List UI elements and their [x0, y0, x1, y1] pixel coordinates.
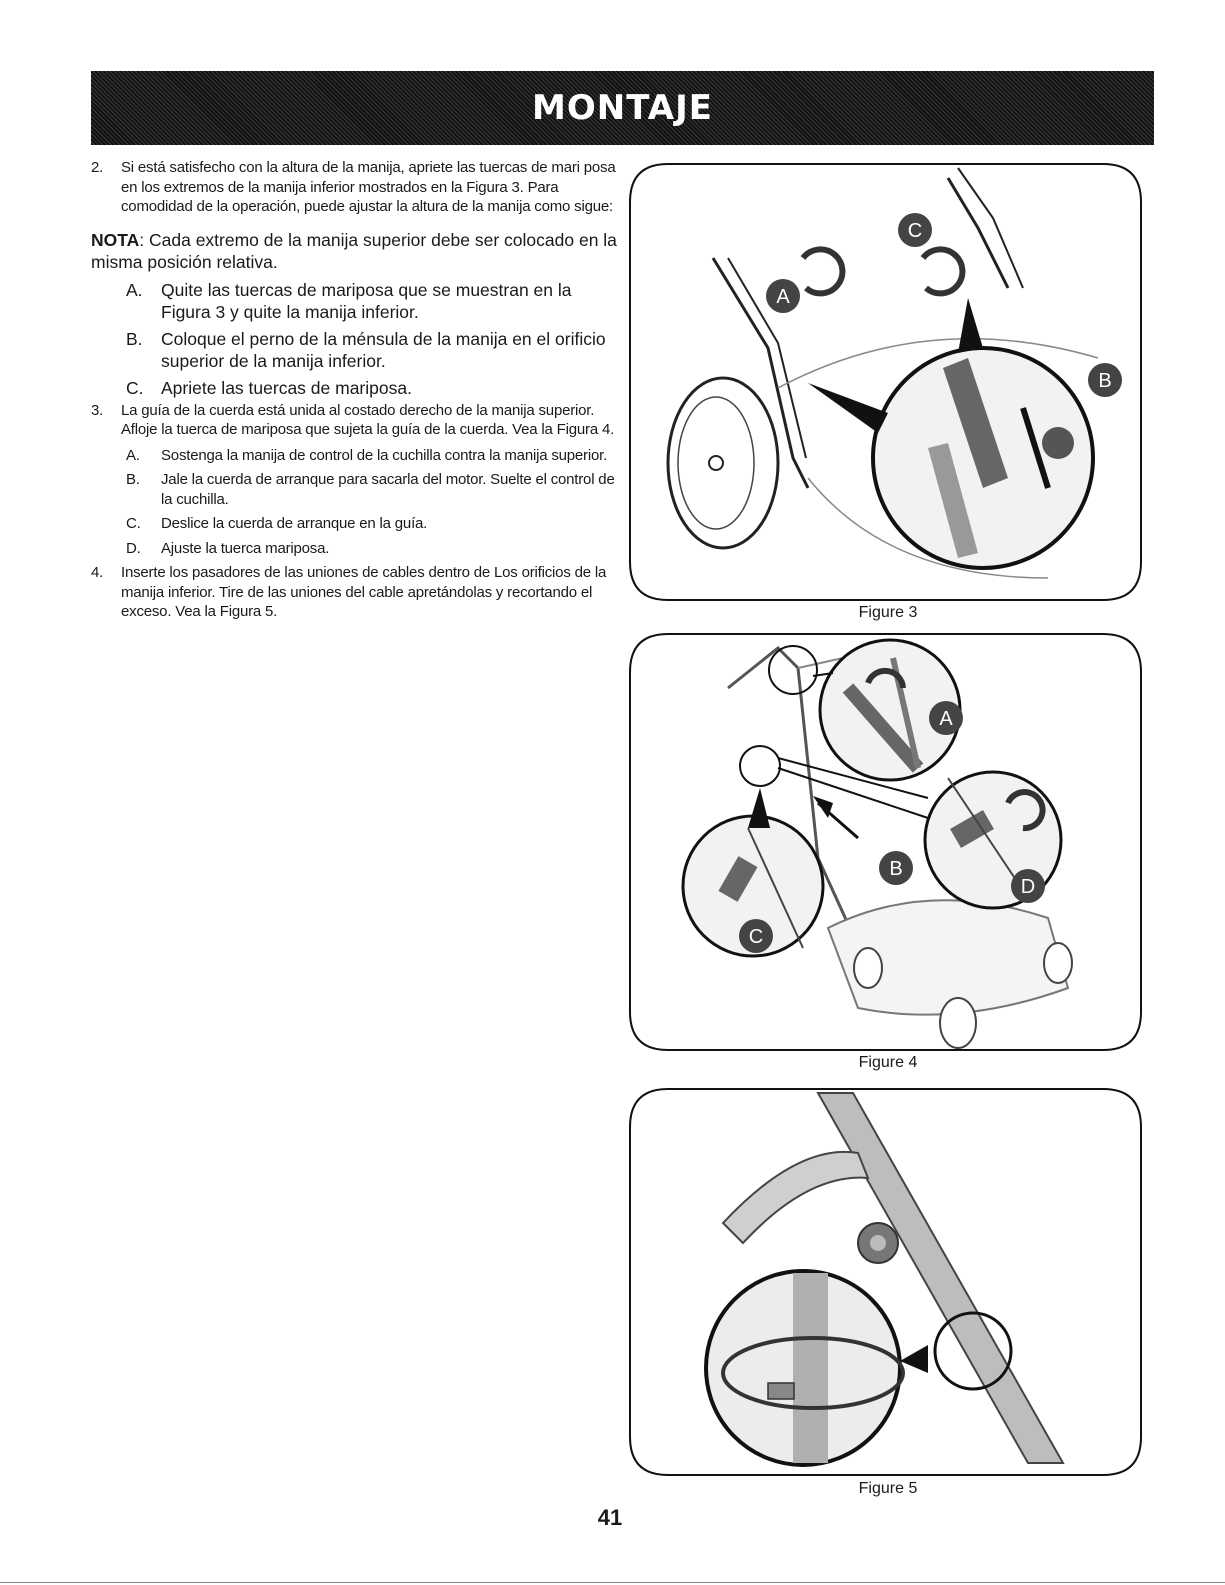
substep-text: Coloque el perno de la ménsula de la man…: [161, 328, 606, 371]
substep-letter: A.: [126, 279, 143, 300]
step-number: 2.: [91, 159, 104, 176]
substep-text: Apriete las tuercas de mariposa.: [161, 377, 412, 398]
substep: C. Apriete las tuercas de mariposa.: [91, 377, 621, 399]
callout-d: D: [1021, 876, 1035, 898]
figure-3-illustration: A C B: [629, 163, 1142, 601]
callout-c: C: [908, 220, 922, 242]
note-text: : Cada extremo de la manija superior deb…: [91, 229, 617, 272]
substep-text: Ajuste la tuerca mariposa.: [161, 539, 330, 557]
substep: A. Sostenga la manija de control de la c…: [91, 446, 621, 466]
callout-a: A: [939, 708, 953, 730]
step-4: 4. Inserte los pasadores de las uniones …: [91, 563, 621, 622]
page-number: 41: [597, 1505, 623, 1530]
figure-4: A B C D Figure 4: [628, 628, 1143, 1071]
figure-4-illustration: A B C D: [629, 633, 1142, 1051]
divider: [0, 1582, 1225, 1583]
step-text: Si está satisfecho con la altura de la m…: [121, 159, 616, 215]
step-number: 4.: [91, 564, 104, 581]
substep-text: Jale la cuerda de arranque para sacarla …: [161, 471, 615, 508]
figure-caption: Figure 4: [858, 1054, 918, 1071]
step-3: 3. La guía de la cuerda está unida al co…: [91, 401, 621, 440]
note: NOTA: Cada extremo de la manija superior…: [91, 229, 621, 273]
substep: C. Deslice la cuerda de arranque en la g…: [91, 514, 621, 534]
substep-text: Sostenga la manija de control de la cuch…: [161, 446, 608, 464]
step-text: La guía de la cuerda está unida al costa…: [121, 401, 615, 439]
instructions-column: 2. Si está satisfecho con la altura de l…: [91, 158, 621, 628]
figure-caption: Figure 5: [858, 1480, 918, 1497]
callout-c: C: [749, 926, 763, 948]
callout-b: B: [1098, 370, 1111, 392]
callout-b: B: [889, 858, 902, 880]
note-label: NOTA: [91, 229, 140, 250]
step-text: Inserte los pasadores de las uniones de …: [121, 564, 607, 620]
substep-letter: C.: [126, 515, 141, 532]
substep-text: Quite las tuercas de mariposa que se mue…: [161, 279, 572, 322]
substep-letter: C.: [126, 377, 144, 398]
substep: D. Ajuste la tuerca mariposa.: [91, 539, 621, 559]
section-title: MONTAJE: [532, 88, 713, 128]
figure-5-illustration: [629, 1088, 1142, 1476]
substep-letter: D.: [126, 539, 141, 557]
figure-3: A C B Figure 3: [628, 158, 1143, 621]
substep-letter: B.: [126, 328, 143, 349]
callout-a: A: [776, 286, 790, 308]
step-number: 3.: [91, 401, 104, 419]
step-2: 2. Si está satisfecho con la altura de l…: [91, 158, 621, 217]
substep: A. Quite las tuercas de mariposa que se …: [91, 279, 621, 323]
substep-text: Deslice la cuerda de arranque en la guía…: [161, 515, 428, 532]
substep: B. Jale la cuerda de arranque para sacar…: [91, 470, 621, 509]
substep-letter: A.: [126, 446, 140, 464]
figure-caption: Figure 3: [858, 604, 918, 621]
section-banner: MONTAJE: [91, 71, 1154, 145]
figure-5: Figure 5: [628, 1083, 1143, 1497]
substep-letter: B.: [126, 471, 140, 488]
substep: B. Coloque el perno de la ménsula de la …: [91, 328, 621, 372]
